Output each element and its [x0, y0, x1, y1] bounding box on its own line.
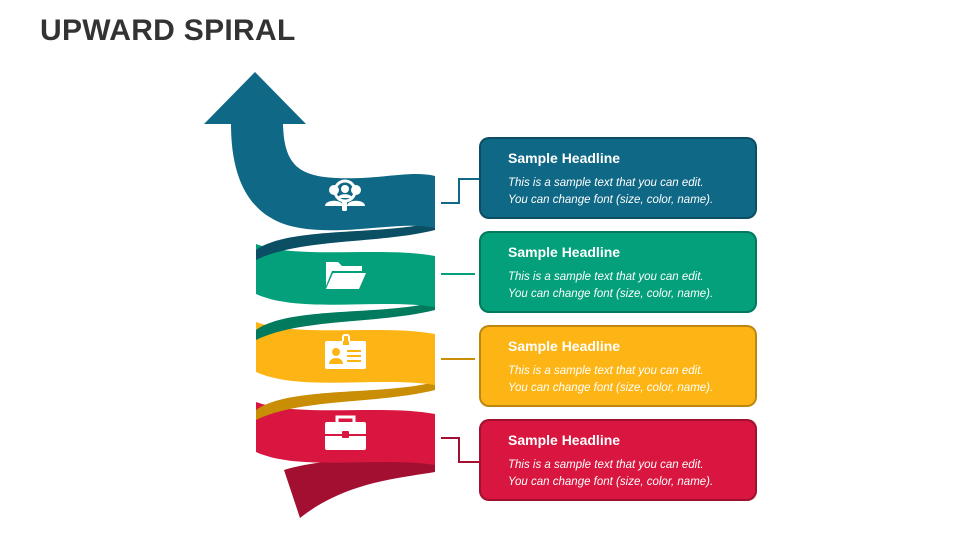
card-text-line-2: You can change font (size, color, name). [508, 194, 714, 206]
card-text-line-1: This is a sample text that you can edit. [508, 177, 704, 189]
step-card-2: Sample Headline This is a sample text th… [479, 231, 757, 313]
briefcase-icon [325, 415, 366, 450]
card-text-line-1: This is a sample text that you can edit. [508, 365, 704, 377]
yellow-ribbon-fold [256, 382, 435, 420]
folder-icon [326, 262, 366, 289]
blue-ribbon-fold [256, 222, 435, 260]
card-text-line-1: This is a sample text that you can edit. [508, 271, 704, 283]
red-ribbon-tail [284, 459, 435, 518]
green-ribbon-fold [256, 302, 435, 340]
connector-1 [441, 178, 480, 204]
blue-ribbon-band [231, 124, 435, 231]
step-card-4: Sample Headline This is a sample text th… [479, 419, 757, 501]
card-headline: Sample Headline [508, 244, 621, 260]
card-headline: Sample Headline [508, 338, 621, 354]
step-card-1: Sample Headline This is a sample text th… [479, 137, 757, 219]
connector-4 [441, 437, 480, 463]
card-text-line-2: You can change font (size, color, name). [508, 288, 714, 300]
card-text: This is a sample text that you can edit.… [508, 457, 743, 491]
team-search-icon [325, 179, 365, 211]
card-text-line-2: You can change font (size, color, name). [508, 476, 714, 488]
card-headline: Sample Headline [508, 150, 621, 166]
arrow-head [204, 72, 306, 124]
card-text-line-2: You can change font (size, color, name). [508, 382, 714, 394]
card-text: This is a sample text that you can edit.… [508, 363, 743, 397]
id-card-icon [325, 334, 366, 369]
page-title: UPWARD SPIRAL [40, 14, 296, 47]
card-text-line-1: This is a sample text that you can edit. [508, 459, 704, 471]
card-text: This is a sample text that you can edit.… [508, 269, 743, 303]
card-text: This is a sample text that you can edit.… [508, 175, 743, 209]
step-card-3: Sample Headline This is a sample text th… [479, 325, 757, 407]
card-headline: Sample Headline [508, 432, 621, 448]
